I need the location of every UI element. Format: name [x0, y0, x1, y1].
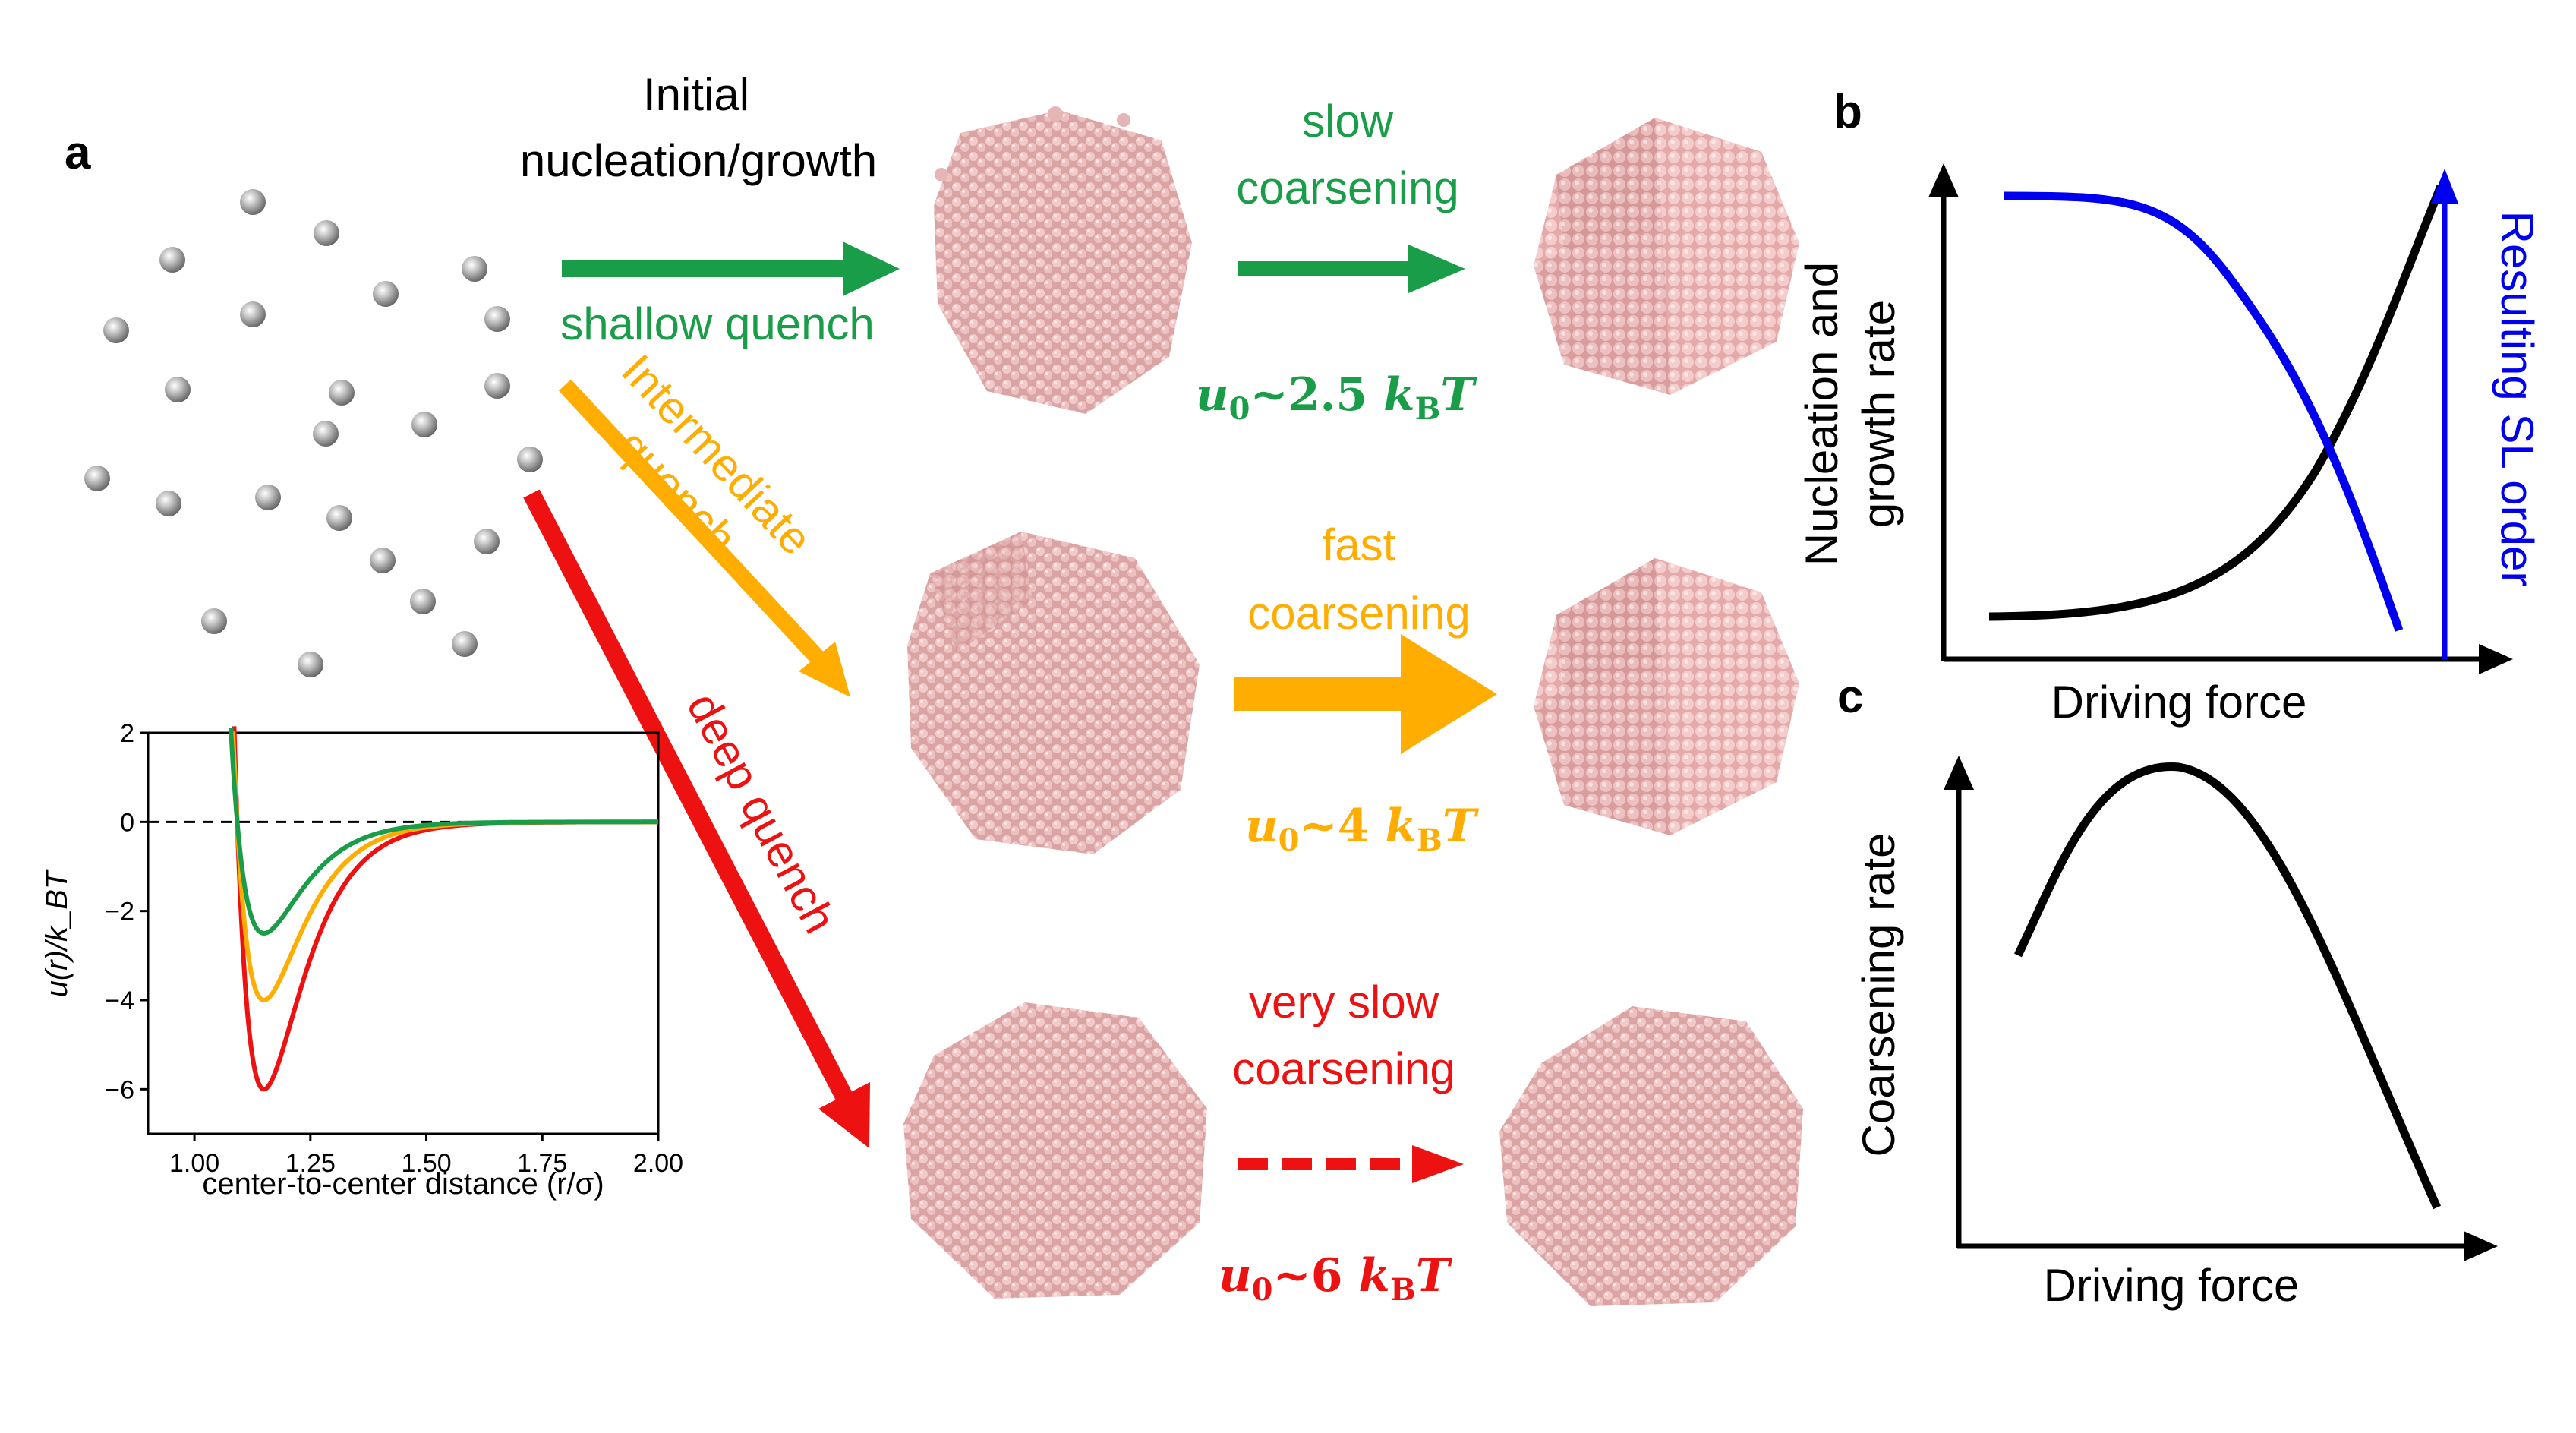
cluster-deep-final — [1499, 1006, 1803, 1306]
inset-y-tick-label: −2 — [105, 898, 134, 926]
very-slow-coarsening-arrow — [1238, 1145, 1464, 1183]
inset-y-tick-label: −4 — [105, 986, 134, 1015]
inset-x-tick-label: 1.25 — [285, 1149, 336, 1178]
inset-x-tick-label: 1.00 — [169, 1149, 219, 1178]
inset-series-line — [229, 728, 658, 936]
inset-plot-frame — [147, 731, 660, 1135]
panel-b-x-axis-label: Driving force — [2051, 677, 2307, 728]
cluster-deep-initial — [903, 1002, 1207, 1299]
inset-y-axis-label: u(r)/k_BT — [40, 869, 74, 997]
svg-text:u0~2.5 kBT: u0~2.5 kBT — [1196, 368, 1477, 427]
slow-coarsening-label-line2: coarsening — [1236, 163, 1459, 213]
panel-c-axes — [1944, 756, 2498, 1261]
inset-series-group — [229, 726, 658, 1092]
initial-label-line1: Initial — [643, 69, 749, 120]
u0-deep-label: u0~6 kBT — [1219, 1249, 1453, 1308]
inset-series-line — [232, 726, 658, 1092]
inset-series-line — [230, 731, 658, 1003]
panel-label-b: b — [1833, 86, 1862, 138]
panel-b-right-axis-label: Resulting SL order — [2492, 211, 2543, 587]
crystal-intermediate-final — [1534, 558, 1799, 835]
cluster-intermediate-initial — [907, 532, 1200, 854]
inset-x-tick-label: 1.50 — [401, 1149, 451, 1178]
panel-b-y-axis-label-line1: Nucleation and — [1796, 262, 1847, 566]
deep-quench-arrow — [523, 489, 870, 1148]
svg-text:u0~4 kBT: u0~4 kBT — [1245, 800, 1480, 858]
inset-x-tick-label: 1.75 — [517, 1149, 567, 1178]
dispersed-particles — [84, 189, 543, 677]
panel-label-c: c — [1837, 671, 1863, 723]
intermediate-quench-label-group: Intermediate quench — [607, 345, 822, 565]
shallow-quench-label: shallow quench — [560, 298, 875, 349]
inset-y-tick-label: 0 — [120, 808, 134, 837]
inset-potential-chart: 1.00 1.25 1.50 1.75 2.00 2 0 −2 −4 −6 center-to-… — [40, 719, 683, 1201]
inset-x-tick-label: 2.00 — [633, 1149, 683, 1178]
inset-x-axis-label: center-to-center distance (r/σ) — [202, 1167, 604, 1201]
inset-x-ticks: 1.00 1.25 1.50 1.75 2.00 — [169, 1134, 683, 1178]
panel-b-sl-order-arrow — [2431, 169, 2458, 659]
panel-b-y-axis-label-line2: growth rate — [1853, 300, 1904, 528]
inset-y-tick-label: 2 — [120, 719, 134, 748]
panel-label-a: a — [65, 127, 91, 179]
slow-coarsening-label-line1: slow — [1302, 96, 1394, 147]
fast-coarsening-arrow — [1234, 634, 1497, 754]
panel-b-sl-order-curve — [2004, 191, 2404, 632]
panel-b-nucleation-curve — [1988, 184, 2445, 621]
slow-coarsening-arrow — [1238, 245, 1465, 293]
intermediate-quench-arrow — [558, 379, 850, 697]
fast-coarsening-label-line2: coarsening — [1247, 588, 1471, 639]
u0-intermediate-label: u0~4 kBT — [1245, 800, 1480, 858]
panel-b-axes — [1928, 163, 2513, 674]
initial-label-line2: nucleation/growth — [520, 135, 877, 186]
inset-y-tick-label: −6 — [105, 1075, 134, 1104]
very-slow-coarsening-label-line2: coarsening — [1232, 1043, 1455, 1094]
u0-shallow-label: u0~2.5 kBT — [1196, 368, 1477, 427]
svg-text:u0~6 kBT: u0~6 kBT — [1219, 1249, 1453, 1308]
panel-c-x-axis-label: Driving force — [2044, 1260, 2300, 1311]
very-slow-coarsening-label-line1: very slow — [1249, 977, 1439, 1027]
fast-coarsening-label-line1: fast — [1323, 519, 1396, 570]
panel-c-y-axis-label: Coarsening rate — [1853, 833, 1904, 1157]
shallow-quench-arrow — [562, 241, 900, 296]
crystal-shallow-final — [1534, 118, 1799, 395]
panel-c-coarsening-curve — [2014, 762, 2442, 1210]
cluster-shallow-initial — [934, 106, 1192, 414]
inset-y-ticks: 2 0 −2 −4 −6 — [105, 719, 148, 1104]
